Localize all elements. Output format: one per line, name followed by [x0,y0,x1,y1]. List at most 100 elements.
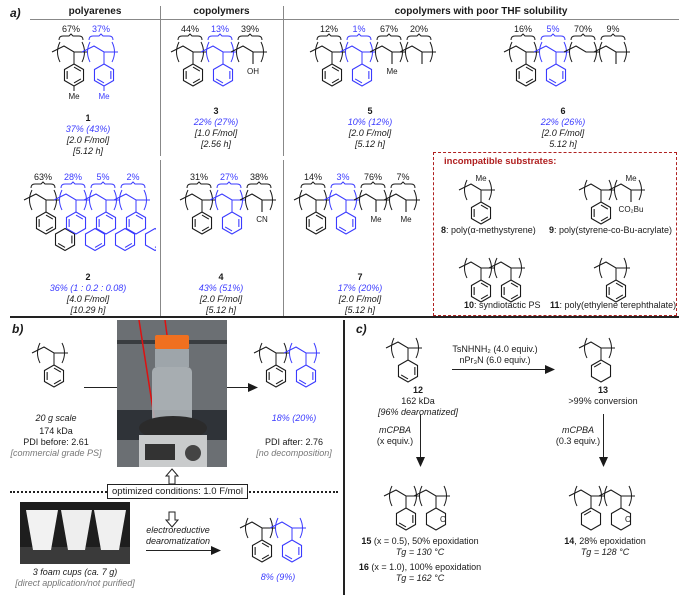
double-bond [398,522,407,528]
epoxide-oxygen: O [440,515,446,524]
cup-product-yield: 8% (9%) [260,572,296,582]
double-bond [525,66,534,72]
unit-percentage: 16% [514,24,532,34]
charge: [2.0 F/mol] [66,135,110,145]
double-bond [201,226,210,232]
bracket [614,179,618,201]
ring [605,279,627,303]
bracket [443,485,447,507]
arrow-line [603,414,604,459]
bracket [599,257,603,279]
unit-percentage: 31% [190,172,208,182]
unit-percentage: 70% [574,24,592,34]
ring [470,201,492,225]
bracket [323,189,327,211]
compound-15-desc: 15 (x = 0.5), 50% epoxidation [361,536,478,547]
time: 5.12 h] [549,139,577,149]
double-bond [480,294,489,300]
mw-label: 162 kDa [401,396,435,406]
reagent-right-equiv: (0.3 equiv.) [555,436,601,446]
brace [216,181,242,189]
compound-id: 11 [550,300,560,310]
double-bond [615,282,624,288]
structure-svg: O [383,485,450,531]
unit-percentage: 27% [220,172,238,182]
header-polyarenes: polyarenes [68,6,122,17]
bracket [29,189,33,211]
side-chain-label: Me [370,215,382,224]
structure-svg [593,257,630,303]
ring [425,507,447,531]
double-bond [548,78,557,84]
bracket [269,189,273,211]
repeat-unit: 5% [533,24,570,87]
arrow-line [146,550,213,551]
bracket [413,485,417,507]
unit-percentage: 28% [64,172,82,182]
mw-label: 174 kDa [39,426,73,436]
cups-label: 3 foam cups (ca. 7 g) [32,567,118,577]
bracket [569,41,573,63]
unit-percentage: 5% [546,24,559,34]
yield: 43% (51%) [198,283,244,293]
bracket [359,189,363,211]
brace [186,181,212,189]
double-bond [45,214,54,220]
unit-percentage: 38% [250,172,268,182]
brace [540,33,566,41]
ring [590,201,612,225]
repeat-unit: O [413,485,450,531]
time: [5.12 h] [344,305,376,315]
repeat-unit: 20% [399,24,436,64]
bracket [464,179,468,201]
yield: 22% (26%) [540,117,586,127]
structure-10 [455,240,531,332]
repeat-unit [568,485,605,531]
double-bond [105,214,114,220]
divider [283,6,284,156]
double-bond [615,294,624,300]
brace [60,181,86,189]
bracket [389,189,393,211]
brace [346,33,372,41]
bracket [236,41,240,63]
ring [281,539,303,563]
compound-id: 4 [218,272,224,282]
reactor-photo [117,320,227,467]
arrow-head-icon [211,546,221,555]
reactor-photo-image [117,320,227,467]
structure-svg [253,342,320,388]
unit-percentage: 63% [34,172,52,182]
repeat-unit: 1% [339,24,376,87]
double-bond [224,226,233,232]
double-bond [315,214,324,220]
bracket [329,189,333,211]
time: [10.29 h] [70,305,106,315]
divider [283,160,284,316]
double-bond [75,214,84,220]
structure-6: 16%5%70%9% [500,24,636,116]
double-bond [338,226,347,232]
brace [120,181,146,189]
structure-svg [31,342,68,388]
structure-11 [590,240,636,332]
double-bond [275,367,284,373]
substrate-name: : poly(styrene-co-Bu-acrylate) [554,225,673,235]
time: [5.12 h] [205,305,237,315]
reagent-left-equiv: (x equiv.) [376,436,414,446]
compound-id: 14 [564,536,575,546]
repeat-unit: 38%CN [239,172,276,224]
brace [376,33,402,41]
bracket [623,41,627,63]
brace [300,181,326,189]
double-bond [480,282,489,288]
repeat-unit: 5% [83,172,136,252]
line [84,387,117,388]
product-yield: 18% (20%) [271,413,317,423]
double-bond [96,78,105,84]
structure-svg: 14%3%76%Me7%Me [293,172,420,235]
conversion: >99% conversion [568,396,638,406]
